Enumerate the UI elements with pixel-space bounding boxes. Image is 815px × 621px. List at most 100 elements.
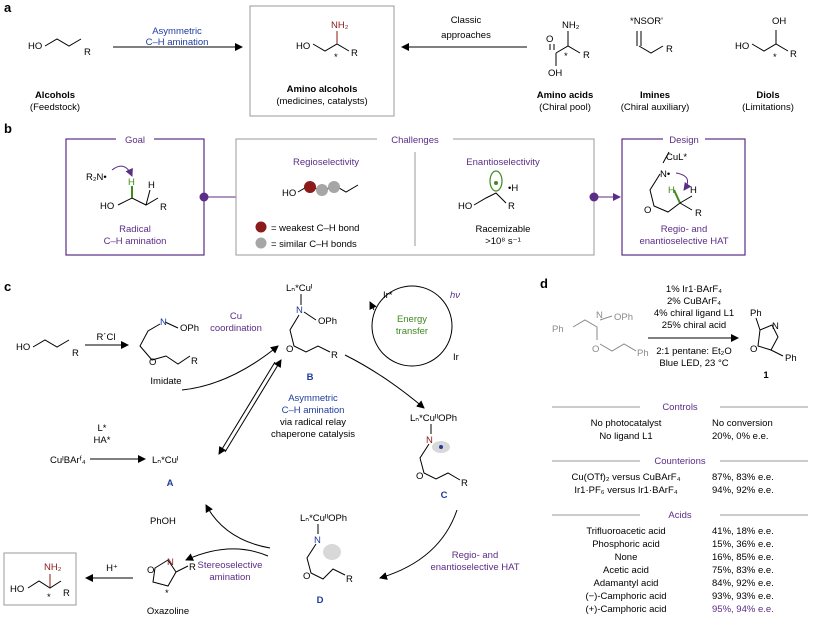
c-label-B: B: [307, 372, 314, 383]
c-regio-hat-2: enantioselective HAT: [430, 562, 519, 573]
table-row-label: Ir1·PF₆ versus Ir1·BArF₄: [574, 485, 677, 496]
regio-gray-dot-1: [316, 184, 328, 196]
c-ir-star: Ir*: [383, 290, 393, 301]
c-product-star: *: [47, 592, 51, 603]
table-row-value: 93%, 93% e.e.: [712, 591, 774, 602]
c-alcohol-ho: HO: [16, 342, 30, 353]
c-D-r: R: [346, 574, 353, 585]
classic-label-2: approaches: [441, 30, 491, 41]
amino-alcohol-name: Amino alcohols: [287, 84, 358, 95]
d-cond-6: Blue LED, 23 °C: [659, 358, 728, 369]
legend-similar: = similar C–H bonds: [271, 239, 357, 250]
enantio-caption: Racemizable: [476, 224, 531, 235]
table-row-value: 15%, 36% e.e.: [712, 539, 774, 550]
c-phoh: PhOH: [150, 516, 176, 527]
c-C-to-D-arrow: [379, 509, 458, 580]
panel-a-letter: a: [4, 0, 12, 15]
design-o: O: [644, 205, 651, 216]
panel-d-letter: d: [540, 276, 548, 291]
table-row-value: 41%, 18% e.e.: [712, 526, 774, 537]
regio-red-dot: [304, 181, 316, 193]
c-alcohol-structure: [32, 339, 70, 348]
design-curved-arrow: [675, 172, 692, 191]
c-coord-arrow: [181, 345, 279, 391]
amino-acid-structure: [549, 31, 581, 66]
alcohol-ho: HO: [28, 41, 42, 52]
goal-r: R: [160, 202, 167, 213]
c-cu-coord-2: coordination: [210, 323, 262, 334]
c-cu-coord-1: Cu: [230, 311, 242, 322]
d-substrate-oph: OPh: [614, 312, 633, 323]
design-caption-2: enantioselective HAT: [639, 236, 728, 247]
c-stereo-1: Stereoselective: [198, 560, 263, 571]
c-B-n: N: [296, 305, 303, 316]
design-structure: [649, 151, 693, 213]
table-row-label: Adamantyl acid: [594, 578, 659, 589]
aa-star: *: [334, 52, 338, 63]
c-D-o: O: [303, 571, 310, 582]
classic-label-1: Classic: [451, 15, 482, 26]
design-title: Design: [669, 135, 699, 146]
c-energy-2: transfer: [396, 326, 428, 337]
enantio-radical-dot: [494, 181, 498, 185]
d-product-o: O: [750, 344, 757, 355]
aa-r: R: [351, 48, 358, 59]
aa-nh2: NH₂: [331, 20, 349, 31]
c-D-to-A-arrow: [205, 504, 271, 549]
challenges-title: Challenges: [391, 135, 439, 146]
c-C-n: N: [426, 435, 433, 446]
amino-acids-name: Amino acids: [537, 90, 594, 101]
c-product-r: R: [63, 588, 70, 599]
c-label-C: C: [441, 490, 448, 501]
design-cul: CuL*: [666, 152, 687, 163]
c-regio-hat-1: Regio- and: [452, 550, 498, 561]
enantio-orbital: [489, 170, 503, 192]
table-row-label: Acetic acid: [603, 565, 649, 576]
c-ir-cycle-arrow: [369, 301, 377, 311]
c-catA: Lₙ*Cuᴵ: [152, 455, 179, 466]
c-stereo-2: amination: [209, 572, 250, 583]
panel-b-letter: b: [4, 121, 12, 136]
diol-r: R: [790, 49, 797, 60]
c-D-structure: [306, 524, 346, 580]
alcohol-name: Alcohols: [35, 90, 75, 101]
c-product-ho: HO: [10, 584, 24, 595]
alcohol-structure: [44, 38, 82, 47]
table-row-value: 87%, 83% e.e.: [712, 472, 774, 483]
d-substrate-ph2: Ph: [637, 348, 649, 359]
legend-weak: = weakest C–H bond: [271, 223, 359, 234]
c-B-r: R: [331, 350, 338, 361]
c-center-2: C–H amination: [282, 405, 345, 416]
amino-alcohol-sub: (medicines, catalysts): [276, 96, 367, 107]
design-r: R: [695, 208, 702, 219]
c-cuD: Lₙ*CuᴵᴵOPh: [300, 513, 347, 524]
table-row-value: 94%, 92% e.e.: [712, 485, 774, 496]
c-reagent: R´Cl: [97, 332, 116, 343]
design-caption-1: Regio- and: [661, 224, 707, 235]
d-cond-2: 2% CuBArF₄: [667, 296, 721, 307]
amino-alcohol-box: [249, 5, 395, 117]
table-row-value: 75%, 83% e.e.: [712, 565, 774, 576]
goal-h: H: [148, 180, 155, 191]
legend-red-dot: [255, 221, 267, 233]
imine-r: R: [666, 44, 673, 55]
goal-title: Goal: [125, 135, 145, 146]
d-substrate-o: O: [592, 344, 599, 355]
table-row-label: Cu(OTf)₂ versus CuBArF₄: [572, 472, 681, 483]
imines-name: Imines: [640, 90, 670, 101]
goal-curved-arrow: [111, 165, 133, 177]
goal-ho: HO: [100, 201, 114, 212]
d-product-number: 1: [763, 370, 769, 381]
asym-label-2: C–H amination: [146, 37, 209, 48]
c-label-D: D: [317, 595, 324, 606]
goal-r2n: R₂N•: [86, 172, 107, 183]
goal-caption-2: C–H amination: [104, 236, 167, 247]
c-oxazoline-r: R: [189, 562, 196, 573]
c-imidate-r: R: [191, 356, 198, 367]
section-title: Counterions: [654, 456, 705, 467]
imine-nsor: *NSOR': [630, 16, 663, 27]
diol-oh: OH: [772, 16, 786, 27]
imine-structure: [636, 31, 664, 54]
d-substrate-structure: [572, 315, 637, 352]
